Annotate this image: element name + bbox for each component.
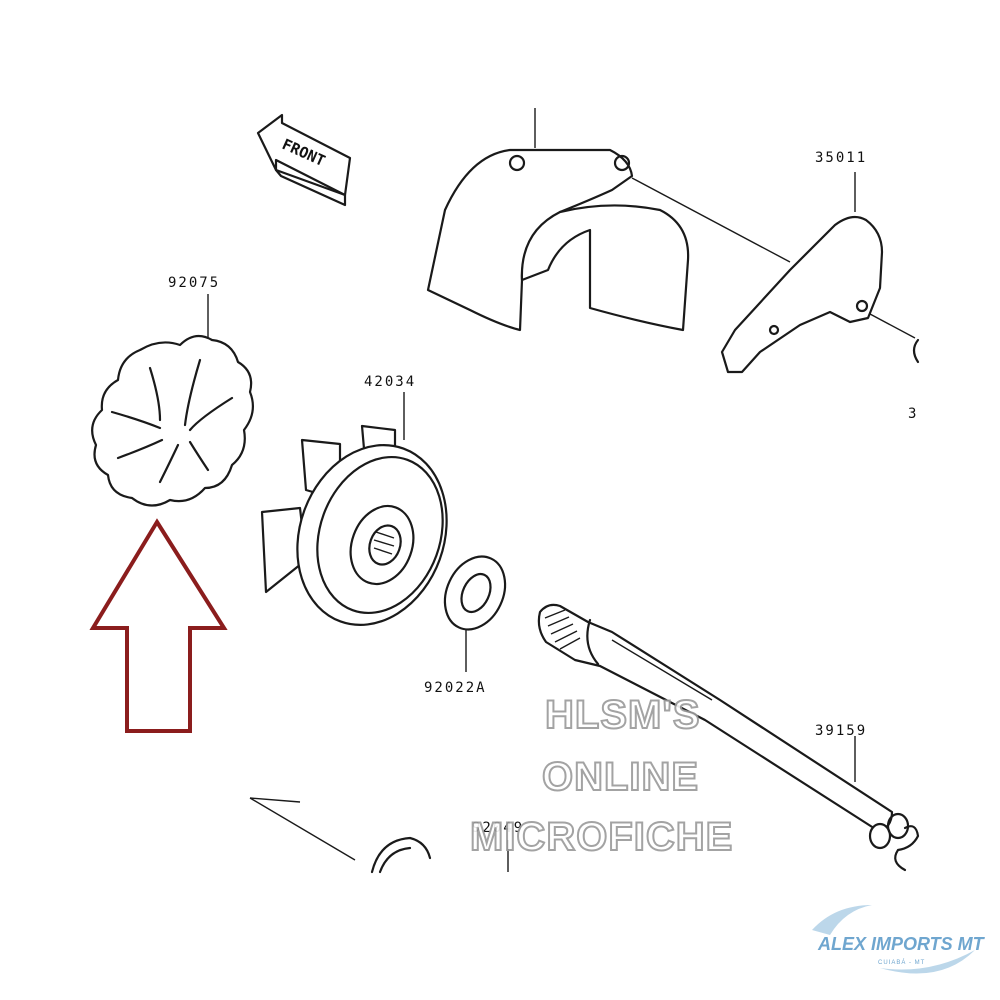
watermark-line-2: ONLINE	[542, 755, 699, 799]
damper-92075: 92075	[91, 275, 255, 507]
seal-92049: 92049	[249, 797, 524, 874]
part-label-42034: 42034	[364, 374, 416, 390]
brand-name: ALEX IMPORTS MT	[817, 934, 986, 954]
cover-housing	[426, 108, 791, 332]
impeller-42034: 42034	[260, 374, 448, 626]
front-arrow-icon: FRONT	[256, 113, 352, 207]
part-label-92049: 92049	[472, 820, 524, 836]
highlight-arrow-icon	[89, 518, 228, 733]
bracket-35011: 35011	[720, 150, 920, 374]
part-label-3: 3	[908, 406, 918, 422]
watermark-line-3: MICROFICHE	[470, 815, 733, 859]
watermark: HLSM'S ONLINE MICROFICHE	[469, 692, 733, 860]
brand-location: CUIABÁ - MT	[878, 959, 925, 966]
part-label-92075: 92075	[168, 275, 220, 291]
washer-92022A: 92022A	[424, 555, 507, 696]
brand-logo: ALEX IMPORTS MT CUIABÁ - MT	[812, 905, 986, 974]
watermark-line-1: HLSM'S	[545, 693, 701, 737]
clip-fragment	[894, 825, 920, 872]
part-label-39159: 39159	[815, 723, 867, 739]
part-label-92022A: 92022A	[424, 680, 487, 696]
shaft-39159: 39159	[537, 603, 910, 850]
part-label-35011: 35011	[815, 150, 867, 166]
